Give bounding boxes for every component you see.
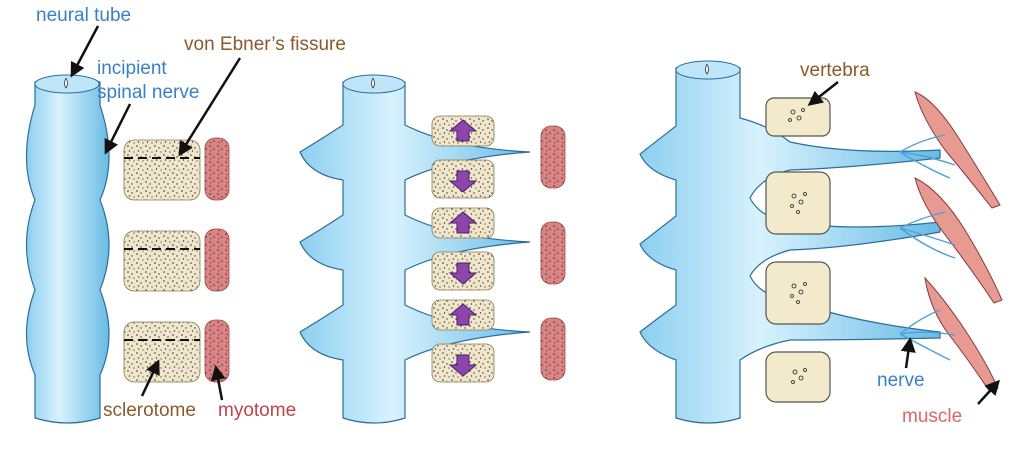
myotome-block	[540, 125, 566, 381]
label-nerve: nerve	[877, 370, 925, 391]
label-neural-tube: neural tube	[36, 5, 132, 26]
label-vertebra: vertebra	[800, 60, 870, 81]
label-muscle: muscle	[902, 406, 963, 427]
panel-2	[299, 74, 566, 424]
panel-1	[25, 25, 242, 424]
label-incipient: incipient	[97, 58, 167, 79]
migration-arrow	[448, 119, 478, 377]
label-spinal-nerve: spinal nerve	[97, 82, 200, 103]
myotome-block	[204, 137, 230, 383]
sclerotome-block	[123, 139, 201, 383]
label-sclerotome: sclerotome	[103, 400, 196, 421]
label-von-ebner: von Ebner’s fissure	[184, 34, 346, 55]
muscle-shape	[899, 91, 1003, 393]
panel-3	[639, 60, 1003, 424]
label-myotome: myotome	[218, 400, 297, 421]
neural-tube-2	[299, 75, 531, 424]
vertebra-block	[765, 97, 831, 403]
neural-tube-1	[25, 75, 110, 424]
